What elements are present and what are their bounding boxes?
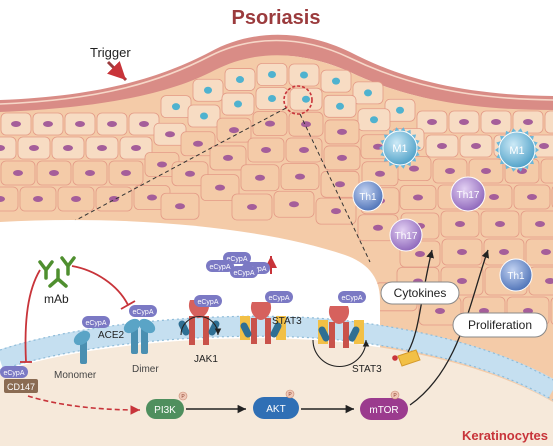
- stat3-receptor-label: STAT3: [272, 316, 302, 327]
- keratinocyte-zoom: [0, 219, 553, 446]
- svg-text:Th17: Th17: [395, 231, 418, 242]
- ecypa-badge: eCypA: [230, 266, 258, 278]
- cd147-to-pi3k: [27, 395, 141, 415]
- immune-cell-m1: M1: [379, 127, 421, 169]
- svg-text:eCypA: eCypA: [341, 295, 362, 302]
- svg-text:Th1: Th1: [359, 192, 377, 203]
- jak1-label: JAK1: [194, 354, 218, 365]
- phospho-marks: P P P: [181, 392, 397, 400]
- akt-label: AKT: [266, 404, 285, 415]
- ace2-label: ACE2: [98, 330, 125, 341]
- cytokines-box: [380, 281, 460, 305]
- svg-text:P: P: [288, 392, 292, 398]
- monomer-label: Monomer: [54, 370, 97, 381]
- ecypa-badge: eCypA: [338, 291, 366, 303]
- trigger-label: Trigger: [90, 45, 131, 60]
- ace2-monomer: [73, 330, 91, 364]
- immune-cell-th1: Th1: [499, 258, 533, 292]
- svg-text:eCypA: eCypA: [3, 370, 24, 377]
- mtor-box: [360, 398, 408, 420]
- ecypa-badge: eCypA: [194, 295, 222, 307]
- trigger-arrow: [106, 60, 128, 82]
- stat3-to-cytokines: [407, 249, 434, 353]
- keratinocytes-label: Keratinocytes: [462, 428, 548, 443]
- svg-text:eCypA: eCypA: [197, 299, 218, 306]
- ecypa-badge: eCypA: [82, 316, 110, 328]
- proliferation-box: [452, 312, 548, 338]
- page-title: Psoriasis: [232, 7, 321, 29]
- svg-text:eCypA: eCypA: [209, 264, 230, 271]
- receptor-jak1: [178, 300, 222, 345]
- immune-cell-m1: M1: [495, 128, 539, 172]
- cytokines-label: Cytokines: [394, 286, 447, 300]
- svg-text:Th1: Th1: [507, 271, 525, 282]
- mab-label: mAb: [44, 292, 69, 306]
- akt-box: [253, 397, 299, 419]
- svg-text:P: P: [393, 393, 397, 399]
- receptor-stat3-active: [312, 306, 370, 368]
- immune-cell-th17: Th17: [389, 218, 423, 252]
- receptor-stat3: [240, 302, 286, 344]
- cd147-receptor: CD147: [4, 379, 38, 393]
- zoom-circle: [283, 85, 313, 115]
- svg-text:eCypA: eCypA: [233, 270, 254, 277]
- svg-text:M1: M1: [509, 145, 524, 157]
- ecypa-badge: eCypA: [265, 291, 293, 303]
- immune-cell-th17: Th17: [450, 176, 486, 212]
- ecypa-badge: eCypA: [0, 366, 28, 378]
- ecypa-badge: eCypA: [129, 305, 157, 317]
- ecypa-badge: eCypA: [206, 260, 234, 272]
- stat3-free-icon: [392, 349, 421, 367]
- pi3k-box: [146, 399, 184, 419]
- cd147-label: CD147: [7, 382, 35, 392]
- pi3k-label: PI3K: [154, 405, 176, 416]
- keratinocyte-cells: [0, 63, 553, 326]
- stratum-corneum: [0, 34, 553, 115]
- svg-text:Th17: Th17: [457, 190, 480, 201]
- ace2-dimer: [123, 318, 156, 354]
- dimer-label: Dimer: [132, 364, 159, 375]
- inhibition-lines: [20, 265, 136, 363]
- pathway: PI3K AKT mTOR: [146, 389, 408, 420]
- svg-text:P: P: [181, 394, 185, 400]
- stat3-free-label: STAT3: [352, 364, 382, 375]
- proliferation-label: Proliferation: [468, 318, 532, 332]
- svg-text:M1: M1: [392, 143, 407, 155]
- svg-text:eCypA: eCypA: [268, 295, 289, 302]
- svg-text:eCypA: eCypA: [226, 256, 247, 263]
- mab-antibodies: [38, 256, 76, 288]
- svg-text:eCypA: eCypA: [85, 320, 106, 327]
- svg-text:eCypA: eCypA: [132, 309, 153, 316]
- mtor-label: mTOR: [369, 405, 398, 416]
- immune-cell-th1: Th1: [352, 180, 384, 212]
